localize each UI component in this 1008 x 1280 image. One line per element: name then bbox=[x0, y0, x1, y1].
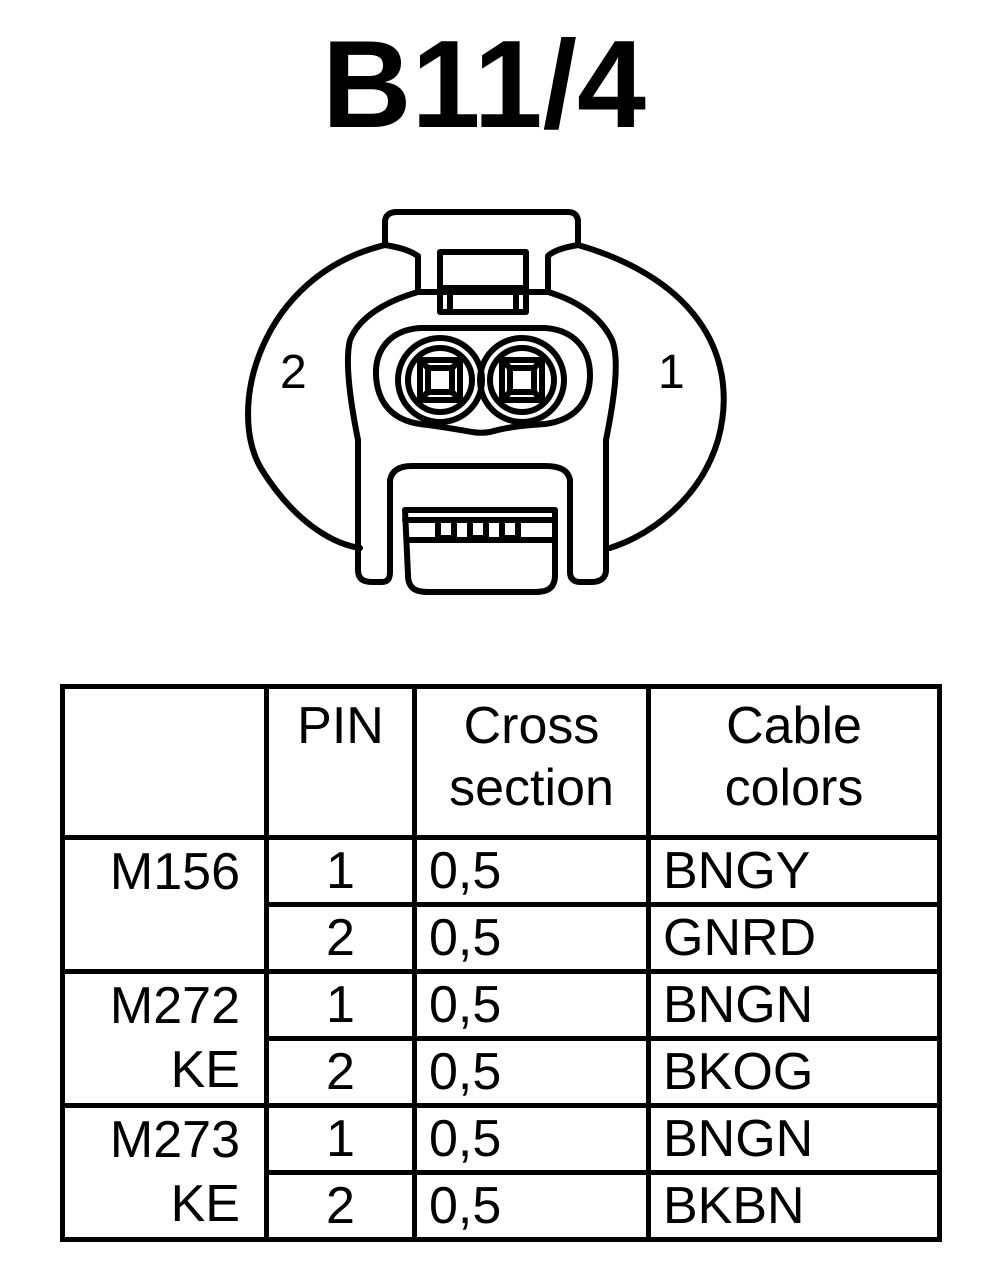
table-row: M273 KE 1 0,5 BNGN bbox=[60, 1103, 942, 1242]
table-row: 2 0,5 BKBN bbox=[63, 1170, 942, 1242]
header-pin-label: PIN bbox=[297, 697, 384, 755]
header-engine bbox=[60, 684, 269, 840]
cross-section-cell: 0,5 bbox=[412, 1103, 651, 1175]
cable-color-cell: BKOG bbox=[646, 1036, 942, 1108]
cross-section-cell: 0,5 bbox=[412, 1036, 651, 1108]
header-cross-line2: section bbox=[449, 759, 614, 817]
table-row: 2 0,5 GNRD bbox=[63, 902, 942, 974]
cross-section-cell: 0,5 bbox=[412, 1170, 651, 1242]
engine-cell: M273 KE bbox=[60, 1103, 269, 1242]
header-cross-line1: Cross bbox=[463, 697, 600, 755]
table-row: M156 1 0,5 BNGY bbox=[60, 835, 942, 974]
cross-section-cell: 0,5 bbox=[412, 902, 651, 974]
cross-section-cell: 0,5 bbox=[412, 835, 651, 907]
header-cross-section: Cross section bbox=[412, 684, 651, 840]
engine-line1: M273 bbox=[109, 1111, 240, 1169]
engine-cell: M272 KE bbox=[60, 969, 269, 1108]
pin-label-1: 1 bbox=[658, 346, 685, 399]
engine-cell: M156 bbox=[60, 835, 269, 974]
pin-cell: 2 bbox=[264, 1170, 417, 1242]
connector-latch bbox=[382, 209, 581, 295]
diagram-title: B11/4 bbox=[321, 16, 647, 154]
cable-color-cell: GNRD bbox=[646, 902, 942, 974]
connector-latch-window bbox=[437, 249, 529, 315]
engine-line2: KE bbox=[170, 1041, 240, 1099]
header-color-line1: Cable bbox=[726, 697, 862, 755]
pin-cell: 1 bbox=[264, 835, 417, 907]
table-row: M272 KE 1 0,5 BNGN bbox=[60, 969, 942, 1108]
connector-lower-key bbox=[402, 507, 558, 595]
engine-line1: M272 bbox=[109, 977, 240, 1035]
header-cable-colors: Cable colors bbox=[646, 684, 942, 840]
connector-outer-oval bbox=[245, 242, 727, 551]
cable-color-cell: BKBN bbox=[646, 1170, 942, 1242]
table-header-row: PIN Cross section Cable colors bbox=[60, 684, 942, 840]
engine-line1: M156 bbox=[109, 843, 240, 901]
cable-color-cell: BNGN bbox=[646, 969, 942, 1041]
pin-cell: 2 bbox=[264, 902, 417, 974]
connector-diagram: 2 1 bbox=[245, 209, 727, 595]
table-row: 2 0,5 BKOG bbox=[63, 1036, 942, 1108]
pin-1-socket bbox=[477, 335, 567, 425]
pin-cell: 2 bbox=[264, 1036, 417, 1108]
pin-label-2: 2 bbox=[280, 346, 307, 399]
engine-line2: KE bbox=[170, 1175, 240, 1233]
pin-cell: 1 bbox=[264, 969, 417, 1041]
cross-section-cell: 0,5 bbox=[412, 969, 651, 1041]
header-pin: PIN bbox=[264, 684, 417, 840]
connector-inner-body bbox=[344, 289, 619, 585]
pin-table: PIN Cross section Cable colors M156 1 0,… bbox=[60, 684, 942, 1242]
header-color-line2: colors bbox=[724, 759, 864, 817]
connector-inner-cavity bbox=[372, 325, 593, 436]
pin-cell: 1 bbox=[264, 1103, 417, 1175]
cable-color-cell: BNGY bbox=[646, 835, 942, 907]
cable-color-cell: BNGN bbox=[646, 1103, 942, 1175]
